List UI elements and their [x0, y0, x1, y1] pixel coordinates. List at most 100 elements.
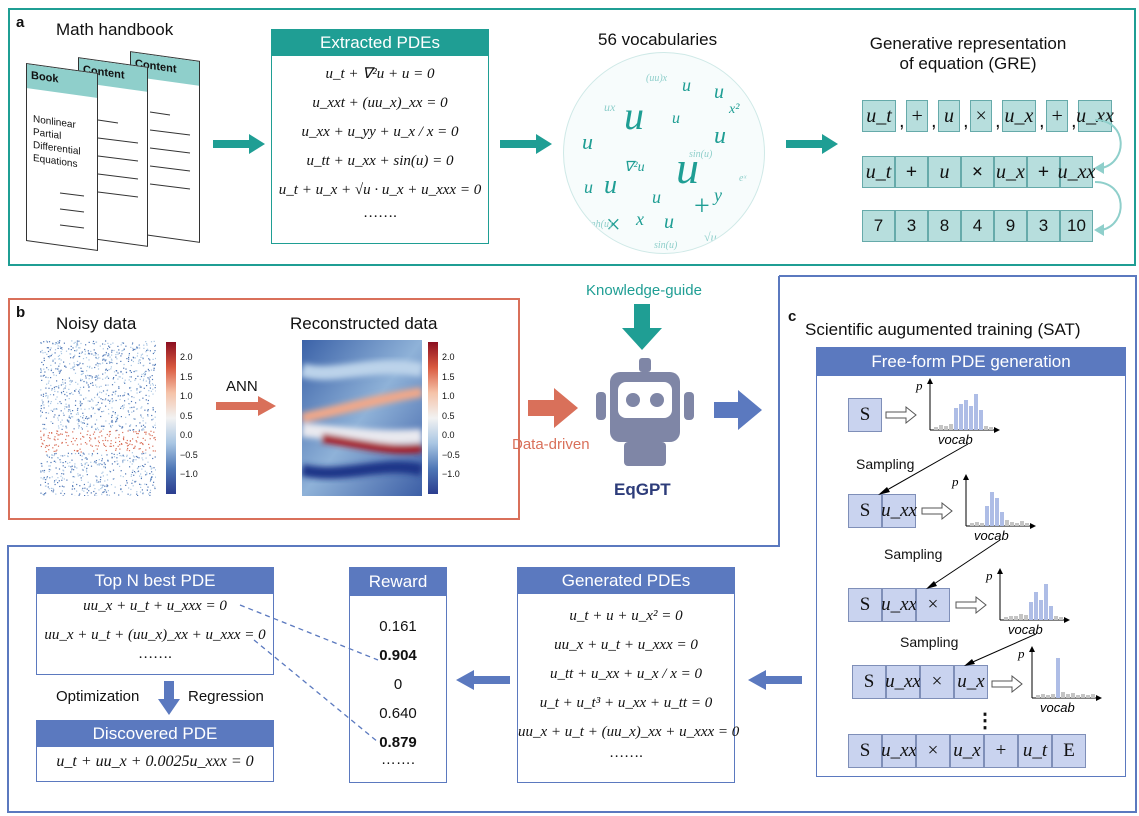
equation: u_xxt + (uu_x)_xx = 0 — [312, 95, 448, 111]
noise-dot — [143, 347, 145, 349]
noise-dot — [116, 420, 118, 422]
noise-dot — [155, 344, 156, 346]
svg-text:×: × — [606, 210, 621, 239]
noise-dot — [101, 402, 103, 404]
svg-text:x: x — [635, 209, 644, 229]
discovered-pde-box: Discovered PDE u_t + uu_x + 0.0025u_xxx … — [36, 720, 274, 782]
noise-dot — [117, 378, 119, 380]
noise-dot — [79, 362, 81, 364]
noise-dot — [45, 395, 47, 397]
noise-dot — [136, 441, 138, 443]
noise-dot — [139, 359, 141, 361]
hist-bar — [1036, 695, 1040, 698]
noise-dot — [41, 411, 43, 413]
noise-dot — [55, 398, 57, 400]
noise-dot — [152, 484, 154, 486]
noise-dot — [97, 377, 99, 379]
token: × — [916, 588, 950, 622]
hist-bar — [939, 425, 943, 430]
noise-dot — [115, 354, 117, 356]
noise-dot — [52, 343, 54, 345]
noise-dot — [45, 417, 47, 419]
noise-dot — [95, 428, 97, 431]
noise-dot — [131, 406, 133, 409]
noise-dot — [104, 485, 106, 487]
token: 4 — [961, 210, 994, 242]
noise-dot — [69, 353, 71, 355]
noise-dot — [61, 485, 63, 487]
svg-text:sinh(u): sinh(u) — [584, 219, 613, 230]
noise-dot — [107, 440, 109, 442]
noise-dot — [104, 354, 106, 356]
noise-dot — [102, 362, 104, 364]
svg-text:x²: x² — [728, 102, 740, 117]
noise-dot — [47, 347, 50, 349]
svg-text:u: u — [652, 187, 661, 207]
noise-dot — [148, 358, 150, 360]
noise-dot — [153, 437, 155, 439]
noise-dot — [104, 399, 106, 401]
hollow-arrow — [991, 674, 1023, 694]
noise-dot — [145, 380, 147, 382]
noise-dot — [102, 484, 104, 486]
noise-dot — [85, 397, 87, 399]
noise-dot — [84, 408, 86, 410]
free-form-title: Free-form PDE generation — [817, 348, 1125, 376]
noise-dot — [58, 427, 60, 429]
noise-dot — [49, 394, 52, 396]
noise-dot — [60, 455, 62, 457]
noise-dot — [153, 481, 155, 483]
noise-dot — [91, 377, 93, 379]
noise-dot — [63, 478, 65, 480]
noise-dot — [63, 342, 65, 344]
noise-dot — [53, 388, 56, 390]
hist-bar — [1056, 658, 1060, 698]
noise-dot — [77, 475, 79, 477]
noise-dot — [118, 387, 120, 389]
noise-dot — [137, 436, 139, 438]
noise-dot — [110, 358, 113, 360]
noise-dot — [108, 361, 110, 363]
noise-dot — [90, 382, 92, 385]
noise-dot — [80, 378, 82, 380]
noise-dot — [57, 430, 59, 432]
noise-dot — [125, 371, 128, 373]
noise-dot — [95, 384, 97, 386]
noise-dot — [118, 349, 120, 351]
noise-dot — [135, 440, 137, 442]
noise-dot — [137, 495, 139, 496]
noise-dot — [84, 463, 86, 466]
noise-dot — [115, 390, 117, 392]
hist-bar — [1015, 523, 1019, 526]
hist-bar — [1046, 695, 1050, 698]
noise-dot — [123, 363, 125, 366]
noise-dot — [88, 378, 90, 380]
noise-dot — [128, 354, 130, 356]
noise-dot — [128, 394, 130, 396]
noise-dot — [94, 352, 96, 354]
noise-dot — [154, 450, 156, 452]
noise-dot — [59, 345, 61, 347]
noise-dot — [43, 478, 45, 480]
noise-dot — [79, 394, 81, 396]
noise-dot — [154, 363, 156, 366]
noise-dot — [62, 425, 64, 427]
noise-dot — [98, 464, 100, 466]
noise-dot — [108, 369, 110, 371]
p-label: p — [951, 474, 959, 489]
noise-dot — [79, 474, 81, 476]
panel-a-letter: a — [16, 14, 25, 31]
noise-dot — [142, 424, 145, 426]
noise-dot — [136, 355, 138, 357]
noise-dot — [47, 369, 50, 371]
equation: uu_x + u_t + u_xxx = 0 — [83, 598, 227, 614]
noise-dot — [68, 415, 70, 417]
comma: , — [1039, 110, 1045, 132]
noise-dot — [94, 412, 96, 414]
noise-dot — [57, 477, 59, 479]
noise-dot — [95, 428, 97, 430]
noise-dot — [82, 358, 85, 360]
noise-dot — [105, 340, 107, 342]
noise-dot — [116, 457, 118, 459]
noise-dot — [122, 454, 124, 456]
